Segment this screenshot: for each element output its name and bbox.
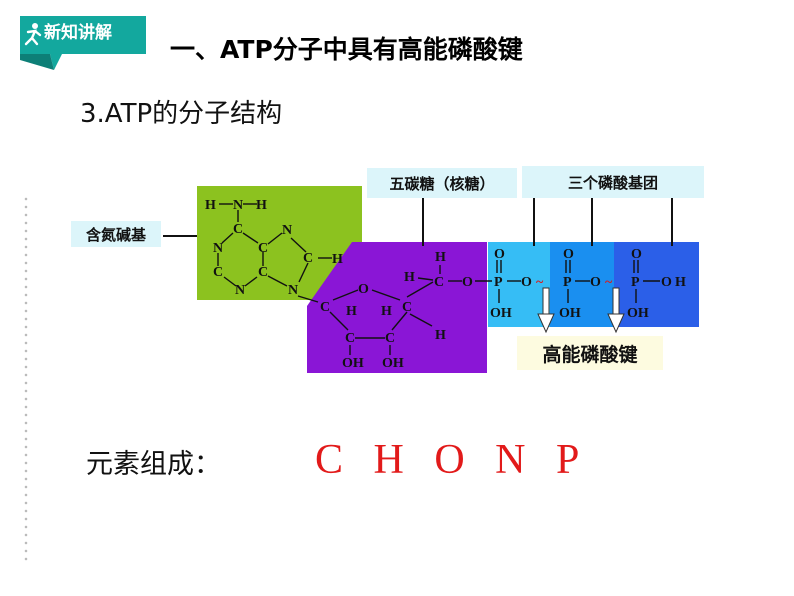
atom-h: H [256,198,267,213]
label-nitrogenous-base: 含氮碱基 [71,221,161,247]
elements-value: C H O N P [315,437,590,483]
badge-shape [20,16,146,70]
atom-c: C [213,265,223,280]
high-energy-bond-2: ~ [605,275,613,290]
phosphate-region-2 [550,242,614,327]
bond-arrows [537,287,625,334]
elements-label: 元素组成： [86,449,221,480]
atom-oh: OH [342,356,364,371]
atom-h: H [205,198,216,213]
sugar-region [307,242,487,373]
page-title: 一、ATP分子中具有高能磷酸键 [170,35,523,64]
atom-oh: OH [559,306,581,321]
atom-h: H [675,275,686,290]
atom-c: C [258,265,268,280]
atom-o: O [358,282,369,297]
atom-n: N [282,223,292,238]
atom-o: O [563,247,574,262]
atom-n: N [288,283,298,298]
atom-c: C [434,275,444,290]
phosphate-region-3 [614,242,699,327]
atom-c: C [402,300,412,315]
phosphate-region-1 [488,242,550,327]
high-energy-bond-1: ~ [536,275,544,290]
section-badge [20,10,150,72]
atom-o: O [462,275,473,290]
label-pentose-sugar: 五碳糖（核糖） [367,168,517,198]
atom-h: H [332,252,343,267]
atom-p: P [494,275,503,290]
sugar-bonds [329,265,441,355]
atom-o: O [590,275,601,290]
atom-c: C [233,222,243,237]
page-subtitle: 3.ATP的分子结构 [80,99,283,129]
label-high-energy-bond: 高能磷酸键 [517,336,663,370]
atom-o: O [494,247,505,262]
atom-o: O [521,275,532,290]
atom-oh: OH [490,306,512,321]
atom-n: N [233,198,243,213]
atom-c: C [320,300,330,315]
badge-label: 新知讲解 [44,23,112,43]
running-person-icon [22,22,42,50]
atom-oh: OH [382,356,404,371]
atom-o: O [661,275,672,290]
label-phosphate-groups: 三个磷酸基团 [522,166,704,198]
atom-h: H [346,304,357,319]
atom-c: C [385,331,395,346]
atom-c: C [303,251,313,266]
atom-h: H [404,270,415,285]
atom-n: N [235,283,245,298]
atom-c: C [345,331,355,346]
atom-p: P [563,275,572,290]
atom-p: P [631,275,640,290]
atom-o: O [631,247,642,262]
dotted-margin-line [24,195,28,565]
atom-h: H [435,250,446,265]
atom-n: N [213,241,223,256]
atom-oh: OH [627,306,649,321]
atom-h: H [381,304,392,319]
base-bonds [217,203,332,303]
atom-h: H [435,328,446,343]
atom-c: C [258,241,268,256]
phosphate-bonds [448,260,660,303]
